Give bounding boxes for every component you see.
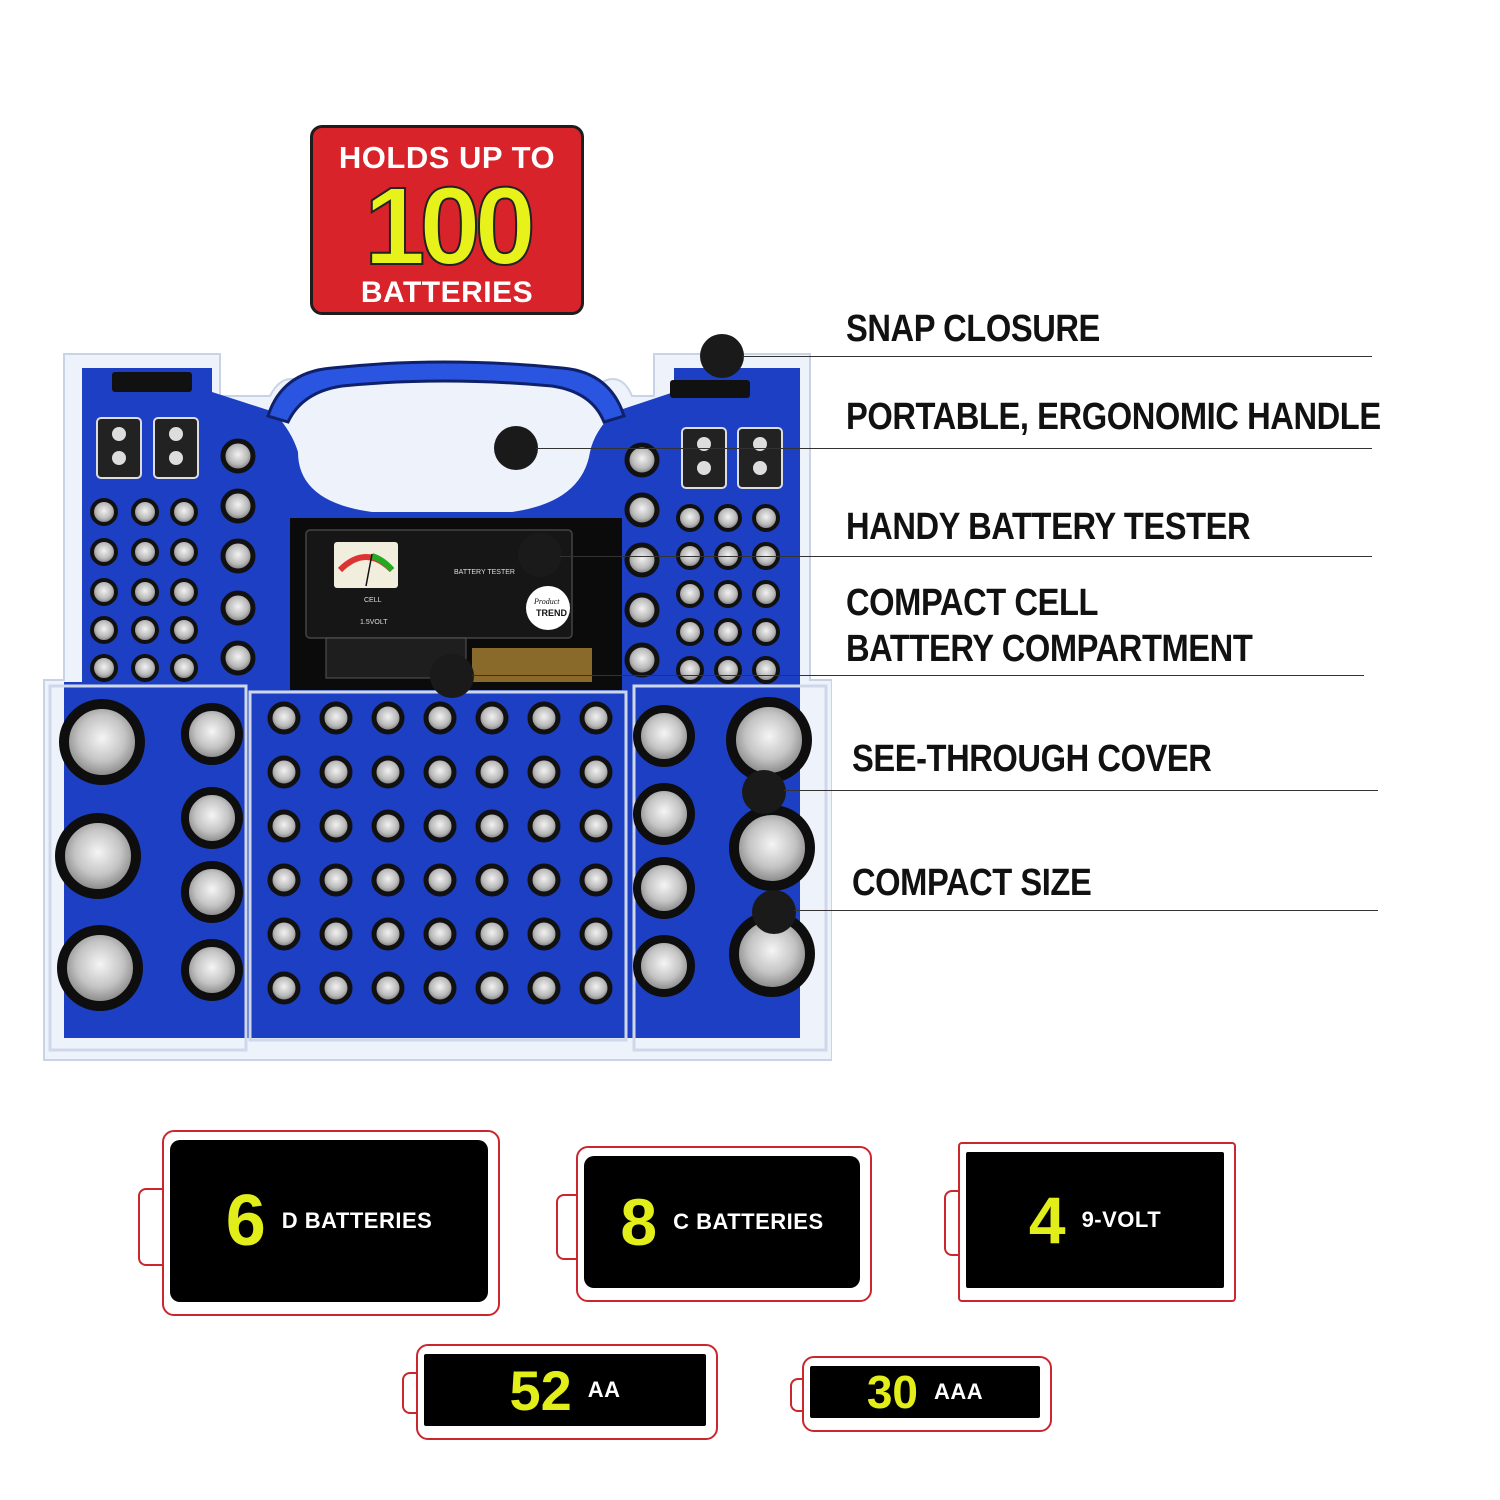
count-tile-aa: 52 AA bbox=[402, 1344, 718, 1440]
callout-dot-cover bbox=[742, 770, 786, 814]
aa-cell bbox=[371, 917, 405, 951]
aa-cell bbox=[319, 863, 353, 897]
capacity-badge: HOLDS UP TO 100 BATTERIES bbox=[310, 125, 584, 315]
aaa-grid-left bbox=[90, 498, 198, 682]
aa-cell bbox=[423, 701, 457, 735]
aa-cell bbox=[527, 701, 561, 735]
aa-cell bbox=[371, 971, 405, 1005]
aa-cell bbox=[475, 809, 509, 843]
callout-line-size bbox=[794, 910, 1378, 911]
callout-label-compartment-1: COMPACT CELL bbox=[846, 582, 1099, 624]
callout-label-compartment-2: BATTERY COMPARTMENT bbox=[846, 628, 1253, 670]
count-tile-aaa: 30 AAA bbox=[790, 1356, 1052, 1432]
aa-cell bbox=[579, 755, 613, 789]
callout-dot-snap-closure bbox=[700, 334, 744, 378]
count-tile-c: 8 C BATTERIES bbox=[556, 1146, 872, 1302]
callout-label-size: COMPACT SIZE bbox=[852, 862, 1092, 904]
count-label-aa: AA bbox=[587, 1377, 621, 1402]
badge-line-3: BATTERIES bbox=[360, 276, 534, 309]
aa-cell bbox=[475, 863, 509, 897]
aa-cell bbox=[319, 809, 353, 843]
aa-cell bbox=[267, 809, 301, 843]
aa-cell bbox=[527, 809, 561, 843]
callout-line-handle bbox=[536, 448, 1372, 449]
callout-dot-tester bbox=[518, 533, 562, 577]
count-tile-d: 6 D BATTERIES bbox=[138, 1130, 500, 1316]
aa-cell bbox=[423, 863, 457, 897]
d-battery-slots bbox=[55, 697, 815, 1011]
aa-cell bbox=[579, 809, 613, 843]
count-number-aaa: 30 bbox=[866, 1366, 918, 1418]
tester-volt: 1.5VOLT bbox=[360, 619, 388, 626]
aa-cell bbox=[579, 701, 613, 735]
callout-label-snap-closure: SNAP CLOSURE bbox=[846, 308, 1100, 350]
aa-cell bbox=[319, 755, 353, 789]
callout-dot-handle bbox=[494, 426, 538, 470]
count-label-d: D BATTERIES bbox=[281, 1208, 433, 1233]
aa-cell bbox=[423, 917, 457, 951]
aa-cell bbox=[527, 863, 561, 897]
callout-line-snap-closure bbox=[742, 356, 1372, 357]
aa-cell bbox=[267, 863, 301, 897]
aa-cell bbox=[423, 755, 457, 789]
callout-label-tester: HANDY BATTERY TESTER bbox=[846, 506, 1251, 548]
count-number-aa: 52 bbox=[509, 1358, 572, 1422]
aa-cell bbox=[527, 917, 561, 951]
battery-case-illustration: BATTERY TESTER 1.5VOLT CELL Product TREN… bbox=[43, 353, 832, 1061]
c-battery-slots bbox=[181, 703, 695, 1001]
aa-cell bbox=[475, 701, 509, 735]
callout-line-tester bbox=[560, 556, 1372, 557]
aa-cell bbox=[371, 863, 405, 897]
callout-line-compartment bbox=[472, 675, 1364, 676]
aa-cell bbox=[319, 701, 353, 735]
aa-cell bbox=[423, 971, 457, 1005]
callout-dot-size bbox=[752, 890, 796, 934]
count-number-d: 6 bbox=[225, 1181, 266, 1261]
aa-cell bbox=[475, 917, 509, 951]
badge-number: 100 bbox=[363, 165, 537, 288]
aa-cell bbox=[579, 863, 613, 897]
count-label-aaa: AAA bbox=[934, 1379, 984, 1404]
tester-cell: CELL bbox=[364, 597, 382, 604]
aa-cell bbox=[319, 917, 353, 951]
badge-line-1: HOLDS UP TO bbox=[338, 140, 556, 175]
aa-cell bbox=[371, 809, 405, 843]
callout-line-cover bbox=[784, 790, 1378, 791]
aa-cell bbox=[423, 809, 457, 843]
count-label-9v: 9-VOLT bbox=[1081, 1207, 1162, 1232]
count-number-9v: 4 bbox=[1028, 1183, 1066, 1257]
aa-cell bbox=[267, 755, 301, 789]
callout-label-cover: SEE-THROUGH COVER bbox=[852, 738, 1212, 780]
aa-cell bbox=[475, 755, 509, 789]
tester-brand-2: TREND bbox=[536, 608, 567, 618]
aa-cell bbox=[475, 971, 509, 1005]
aa-cell bbox=[579, 971, 613, 1005]
battery-tester: BATTERY TESTER 1.5VOLT CELL Product TREN… bbox=[305, 529, 592, 682]
tester-title: BATTERY TESTER bbox=[454, 569, 515, 576]
tester-brand-1: Product bbox=[533, 597, 560, 606]
aa-cell bbox=[527, 755, 561, 789]
callout-dot-compartment bbox=[430, 654, 474, 698]
aa-cell bbox=[267, 971, 301, 1005]
aa-cell bbox=[527, 971, 561, 1005]
nine-volt-slots bbox=[96, 417, 783, 489]
aa-cell bbox=[371, 701, 405, 735]
callout-label-handle: PORTABLE, ERGONOMIC HANDLE bbox=[846, 396, 1381, 438]
aa-cell bbox=[267, 701, 301, 735]
count-tile-9v: 4 9-VOLT bbox=[944, 1142, 1236, 1302]
aa-cell bbox=[267, 917, 301, 951]
aa-cell bbox=[371, 755, 405, 789]
count-number-c: 8 bbox=[620, 1185, 658, 1259]
aa-cell bbox=[579, 917, 613, 951]
aa-cell bbox=[319, 971, 353, 1005]
aa-grid bbox=[267, 701, 613, 1005]
count-label-c: C BATTERIES bbox=[673, 1209, 824, 1234]
